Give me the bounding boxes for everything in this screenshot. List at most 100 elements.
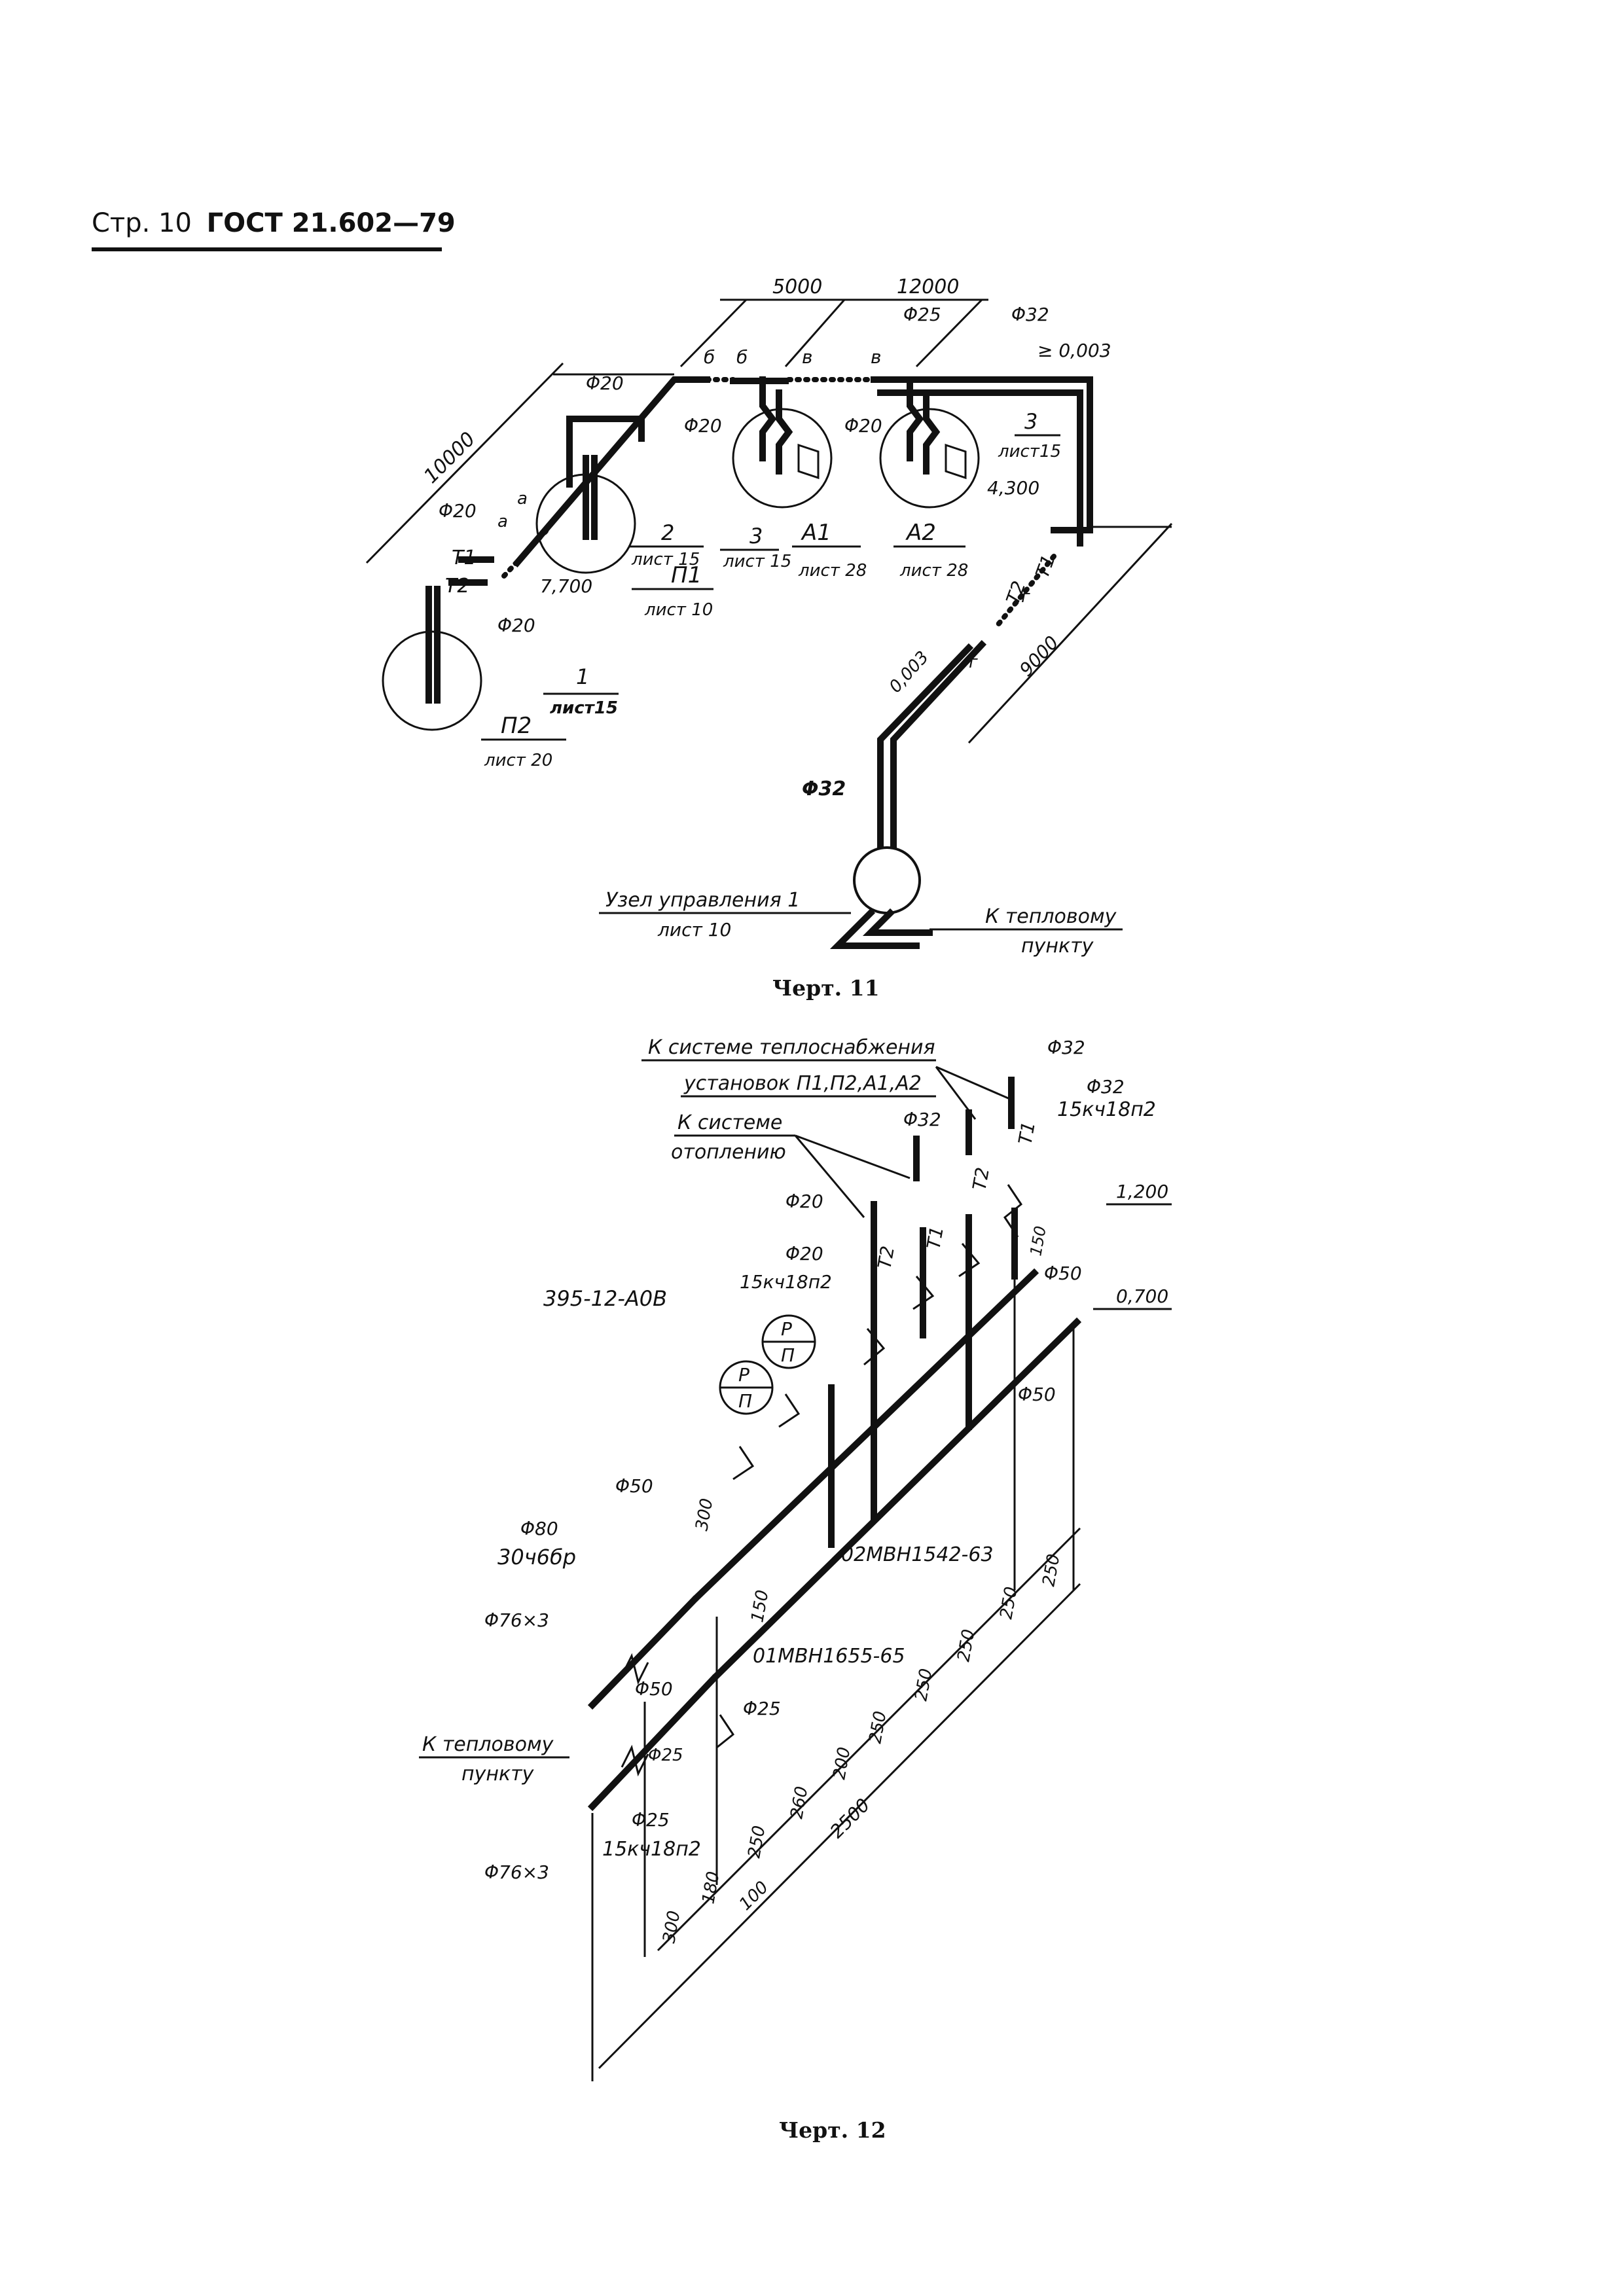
fig12-dim-300-b: 300 <box>659 1909 684 1945</box>
fig12-valve-symbol <box>732 1446 755 1480</box>
fig12-dim-250-4: 250 <box>911 1667 936 1702</box>
fig11-dim-12000: 12000 <box>897 276 959 298</box>
fig11-riser-a1 <box>776 389 793 475</box>
fig11-ext-line <box>784 299 846 367</box>
fig11-node-a1: A1 <box>801 520 831 546</box>
fig12-d25-c: Φ25 <box>632 1809 670 1831</box>
fig12-level-0700: 0,700 <box>1116 1285 1168 1307</box>
fig11-level-7700: 7,700 <box>540 575 592 597</box>
page-header: Стр. 10 ГОСТ 21.602—79 <box>92 208 456 238</box>
fig11-d25: Φ25 <box>903 304 941 325</box>
fig11-slope-top: ≥ 0,003 <box>1038 340 1111 361</box>
fig12-d76-b: Φ76×3 <box>484 1861 549 1883</box>
fig12-heating-1: К системе <box>677 1111 782 1134</box>
fig12-leader <box>935 1066 1012 1101</box>
fig12-pump-code: 395-12-А0В <box>543 1286 667 1311</box>
fig11-node-2: 2 <box>661 520 674 545</box>
fig11-pipe-t2: T2 <box>445 575 469 598</box>
fig12-inlet-1 <box>587 1595 699 1710</box>
fig12-dim-250-6: 250 <box>744 1824 769 1859</box>
fig11-pipe-diagonal <box>512 376 710 568</box>
fig11-break-g1: г <box>969 653 978 672</box>
fig11-node-circle-p2 <box>382 630 482 731</box>
fig11-d20-c: Φ20 <box>844 415 882 437</box>
fig11-break-a2: а <box>517 489 528 509</box>
fig12-valve-symbol <box>1003 1184 1023 1238</box>
fig11-break-a1: а <box>497 512 508 531</box>
fig12-leader <box>795 1134 911 1179</box>
fig11-node-3b-sheet: лист15 <box>998 442 1061 461</box>
fig11-control-unit-name: Узел управления 1 <box>605 889 800 912</box>
fig12-dim-250-2: 250 <box>996 1585 1021 1621</box>
fig11-break-v2: в <box>871 346 882 368</box>
fig11-d20-a: Φ20 <box>586 372 624 394</box>
fig12-schematic: К системе теплоснабжения установок П1,П2… <box>419 1036 1172 2081</box>
fig12-dim-250-3: 250 <box>954 1628 979 1663</box>
fig12-d50-d: Φ50 <box>635 1678 673 1700</box>
fig12-level-1200: 1,200 <box>1116 1181 1168 1202</box>
fig12-caption: Черт. 12 <box>779 2117 886 2143</box>
fig11-control-unit-sheet: лист 10 <box>657 919 731 941</box>
fig11-pipe-return <box>877 389 1083 547</box>
fig12-valve-30: 30ч6бр <box>497 1545 576 1570</box>
fig12-t1-a: T1 <box>1014 1120 1039 1146</box>
fig11-node-p1-sheet: лист 10 <box>644 600 713 620</box>
fig12-gauge-code-2: 01МВН1655-65 <box>753 1645 905 1668</box>
fig12-supply-2: установок П1,П2,А1,А2 <box>683 1072 922 1095</box>
fig11-heater-a2 <box>945 443 967 480</box>
fig12-valve-symbol <box>958 1243 981 1278</box>
fig12-valve-symbol <box>912 1276 935 1310</box>
fig12-gauge-code-1: 02МВН1542-63 <box>841 1543 994 1566</box>
fig11-node-1-sheet: лист15 <box>550 698 618 718</box>
fig12-dim-180: 180 <box>698 1870 723 1905</box>
fig11-node-p1: П1 <box>671 562 702 588</box>
fig11-d32-bottom: Φ32 <box>802 778 846 800</box>
fig11-node-circle-p1 <box>535 473 636 574</box>
fig11-ext-line <box>915 298 983 368</box>
fig12-t2-b: T2 <box>873 1244 899 1270</box>
fig12-valve-15-a: 15кч18п2 <box>1057 1098 1156 1121</box>
fig11-d32-top: Φ32 <box>1011 304 1049 325</box>
fig12-inlet-2 <box>587 1674 719 1812</box>
fig12-main-return <box>712 1317 1082 1681</box>
fig12-dim-150-b: 150 <box>748 1588 772 1624</box>
fig11-caption: Черт. 11 <box>772 975 880 1001</box>
fig12-gauge-1-bottom: П <box>781 1344 795 1366</box>
fig11-dim-5000: 5000 <box>772 276 822 298</box>
fig11-pipe-t1: T1 <box>452 547 476 569</box>
fig12-dim-chain-1 <box>657 1527 1081 1952</box>
fig12-d20-a: Φ20 <box>785 1191 823 1212</box>
fig12-heatpoint-2: пункту <box>461 1763 535 1785</box>
fig11-d20-b: Φ20 <box>684 415 722 437</box>
fig12-d32-a: Φ32 <box>1047 1037 1085 1058</box>
fig11-dim-line-left <box>365 362 564 564</box>
header-rule <box>92 247 442 251</box>
fig12-valve-symbol <box>778 1393 801 1428</box>
fig11-node-a1-sheet: лист 28 <box>798 561 867 581</box>
fig11-node-p2: П2 <box>501 713 532 739</box>
page-number: Стр. 10 <box>92 208 192 238</box>
fig12-d20-b: Φ20 <box>785 1243 823 1265</box>
fig11-node-p2-sheet: лист 20 <box>484 751 552 770</box>
fig12-valve-15-c: 15кч18п2 <box>602 1838 701 1861</box>
fig11-pipe-down-1 <box>890 639 987 854</box>
fig12-gauge-2-top: P <box>738 1364 749 1386</box>
fig12-dim-2500: 2500 <box>826 1794 875 1842</box>
standard-title: ГОСТ 21.602—79 <box>206 208 456 238</box>
fig11-node-2-sheet: лист 15 <box>631 550 700 569</box>
fig12-d32-b: Φ32 <box>903 1109 941 1130</box>
fig11-node-1: 1 <box>576 664 589 689</box>
fig12-d25-b: Φ25 <box>648 1746 683 1765</box>
fig12-dim-200: 200 <box>829 1746 854 1781</box>
fig12-d25-a: Φ25 <box>743 1698 781 1719</box>
fig11-riser-a2 <box>907 376 924 461</box>
fig12-d50-c: Φ50 <box>615 1475 653 1497</box>
fig12-gauge-2-bottom: П <box>738 1390 752 1412</box>
fig12-d76-a: Φ76×3 <box>484 1609 549 1631</box>
fig11-pipe-break-a <box>501 524 552 579</box>
fig12-dim-250-1: 250 <box>1039 1552 1064 1588</box>
fig12-valve-symbol <box>621 1744 649 1777</box>
fig12-gauge-1-top: P <box>781 1318 792 1340</box>
fig11-pipe-break-g <box>992 554 1056 631</box>
